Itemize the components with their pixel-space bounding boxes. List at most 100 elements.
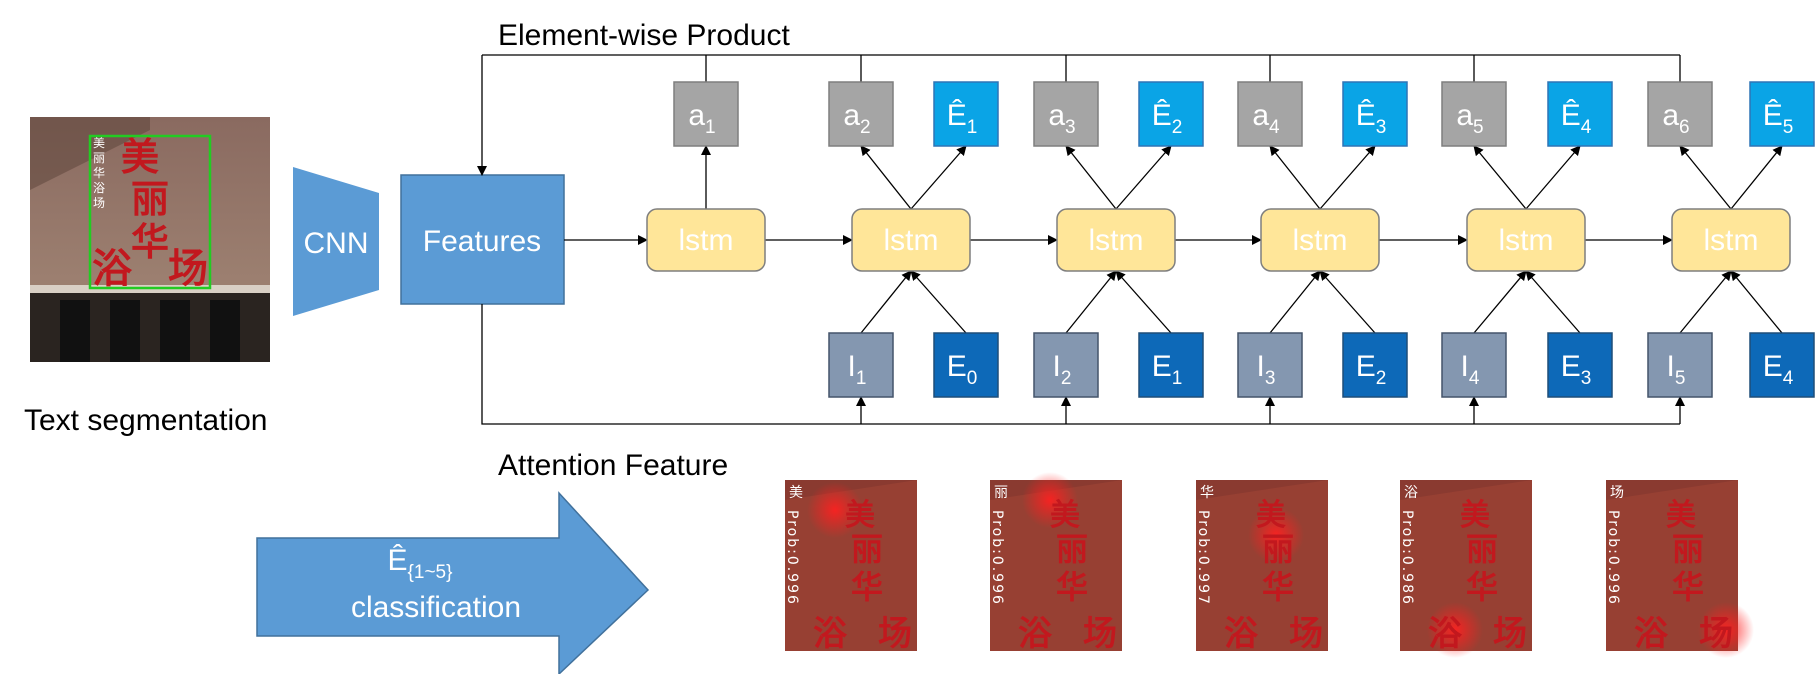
input-i-1: I1 (828, 332, 894, 398)
photo-char-4: 浴 (92, 246, 133, 292)
lstm-label: lstm (884, 224, 939, 257)
connection-arrows (477, 54, 1783, 425)
attention-a-6-label: a6 (1662, 99, 1689, 138)
classification-word: classification (351, 591, 521, 624)
map-bg-char: 华 (1056, 568, 1088, 606)
attention-map-2: 美丽华浴场丽Prob:0.996 (989, 472, 1122, 654)
map-bg-char: 美 (1256, 498, 1286, 533)
input-i-4-label: I4 (1461, 350, 1480, 389)
map-bg-char: 浴 (1224, 614, 1259, 654)
input-e-0: E0 (933, 332, 999, 398)
attention-prob: Prob:0.996 (989, 510, 1005, 606)
map-bg-char: 浴 (1634, 614, 1669, 654)
input-e-1-label: E1 (1152, 350, 1183, 389)
prediction-e-hat-1-label: Ê1 (947, 99, 978, 138)
photo-char-2: 丽 (131, 177, 169, 221)
input-e-4-label: E4 (1763, 350, 1794, 389)
input-i-5-label: I5 (1667, 350, 1686, 389)
prediction-e-hat-4: Ê4 (1547, 81, 1613, 147)
attention-prob: Prob:0.997 (1195, 510, 1211, 606)
input-e-0-label: E0 (947, 350, 978, 389)
map-bg-char: 美 (845, 498, 875, 533)
input-e-3: E3 (1547, 332, 1613, 398)
attention-a-3-label: a3 (1048, 99, 1075, 138)
lstm-label: lstm (1499, 224, 1554, 257)
features-block: Features (400, 174, 565, 305)
lstm-cell-6: lstm (1671, 208, 1791, 272)
photo-char-1: 美 (121, 135, 159, 179)
attention-a-2: a2 (828, 81, 894, 147)
attention-prob: Prob:0.986 (1399, 510, 1415, 606)
lstm-cell-1: lstm (646, 208, 766, 272)
attention-char: 丽 (994, 485, 1008, 501)
detection-box (88, 134, 212, 290)
input-i-5: I5 (1647, 332, 1713, 398)
input-e-2: E2 (1342, 332, 1408, 398)
input-i-3-label: I3 (1257, 350, 1276, 389)
input-photo: 美 丽 华 浴 场 美 丽 华 浴 场 (30, 117, 270, 362)
prediction-e-hat-5: Ê5 (1749, 81, 1815, 147)
attention-a-1: a1 (673, 81, 739, 147)
attention-map-5: 美丽华浴场场Prob:0.996 (1605, 480, 1754, 658)
map-bg-char: 场 (878, 614, 912, 654)
lstm-label: lstm (1089, 224, 1144, 257)
element-wise-product-label: Element-wise Product (498, 19, 790, 52)
attention-char: 美 (789, 485, 803, 501)
map-bg-char: 丽 (1262, 530, 1294, 568)
map-bg-char: 华 (851, 568, 883, 606)
attention-map-4: 美丽华浴场浴Prob:0.986 (1399, 480, 1532, 658)
attention-a-4-label: a4 (1252, 99, 1280, 138)
prediction-e-hat-5-label: Ê5 (1763, 99, 1794, 138)
input-i-2-label: I2 (1053, 350, 1072, 389)
attention-a-6: a6 (1647, 81, 1713, 147)
map-bg-char: 华 (1672, 568, 1704, 606)
map-bg-char: 场 (1699, 614, 1733, 654)
map-bg-char: 丽 (1056, 530, 1088, 568)
input-i-3: I3 (1237, 332, 1303, 398)
prediction-e-hat-3-label: Ê3 (1356, 99, 1387, 138)
features-label: Features (423, 225, 541, 258)
map-bg-char: 浴 (1018, 614, 1053, 654)
prediction-e-hat-4-label: Ê4 (1561, 99, 1592, 138)
prediction-e-hat-1: Ê1 (933, 81, 999, 147)
map-bg-char: 美 (1666, 498, 1696, 533)
prediction-e-hat-3: Ê3 (1342, 81, 1408, 147)
map-bg-char: 丽 (851, 530, 883, 568)
map-bg-char: 华 (1262, 568, 1294, 606)
map-bg-char: 浴 (1428, 614, 1463, 654)
cnn-block: CNN (293, 167, 379, 316)
svg-text:华: 华 (93, 166, 105, 180)
prediction-e-hat-2-label: Ê2 (1152, 99, 1183, 138)
map-bg-char: 美 (1050, 498, 1080, 533)
attention-char: 浴 (1404, 485, 1418, 501)
attention-a-5-label: a5 (1456, 99, 1483, 138)
attention-feature-label: Attention Feature (498, 449, 728, 482)
input-e-1: E1 (1138, 332, 1204, 398)
classification-arrow: Ê{1~5} classification (256, 491, 650, 674)
map-bg-char: 场 (1083, 614, 1117, 654)
photo-char-3: 华 (131, 220, 169, 264)
map-bg-char: 丽 (1466, 530, 1498, 568)
lstm-cell-4: lstm (1260, 208, 1380, 272)
map-bg-char: 美 (1460, 498, 1490, 533)
svg-text:场: 场 (93, 196, 105, 210)
attention-map-3: 美丽华浴场华Prob:0.997 (1195, 480, 1328, 654)
text-segmentation-label: Text segmentation (24, 404, 267, 437)
input-e-4: E4 (1749, 332, 1815, 398)
input-e-3-label: E3 (1561, 350, 1592, 389)
prediction-e-hat-2: Ê2 (1138, 81, 1204, 147)
photo-char-5: 场 (168, 246, 208, 292)
attention-a-3: a3 (1033, 81, 1099, 147)
lstm-cell-3: lstm (1056, 208, 1176, 272)
attention-a-1-label: a1 (688, 99, 715, 138)
lstm-cell-2: lstm (851, 208, 971, 272)
lstm-cell-5: lstm (1466, 208, 1586, 272)
lstm-label: lstm (1293, 224, 1348, 257)
svg-text:浴: 浴 (93, 181, 105, 195)
cnn-label: CNN (304, 227, 369, 260)
map-bg-char: 华 (1466, 568, 1498, 606)
attention-a-5: a5 (1441, 81, 1507, 147)
attention-a-4: a4 (1237, 81, 1303, 147)
input-e-2-label: E2 (1356, 350, 1387, 389)
